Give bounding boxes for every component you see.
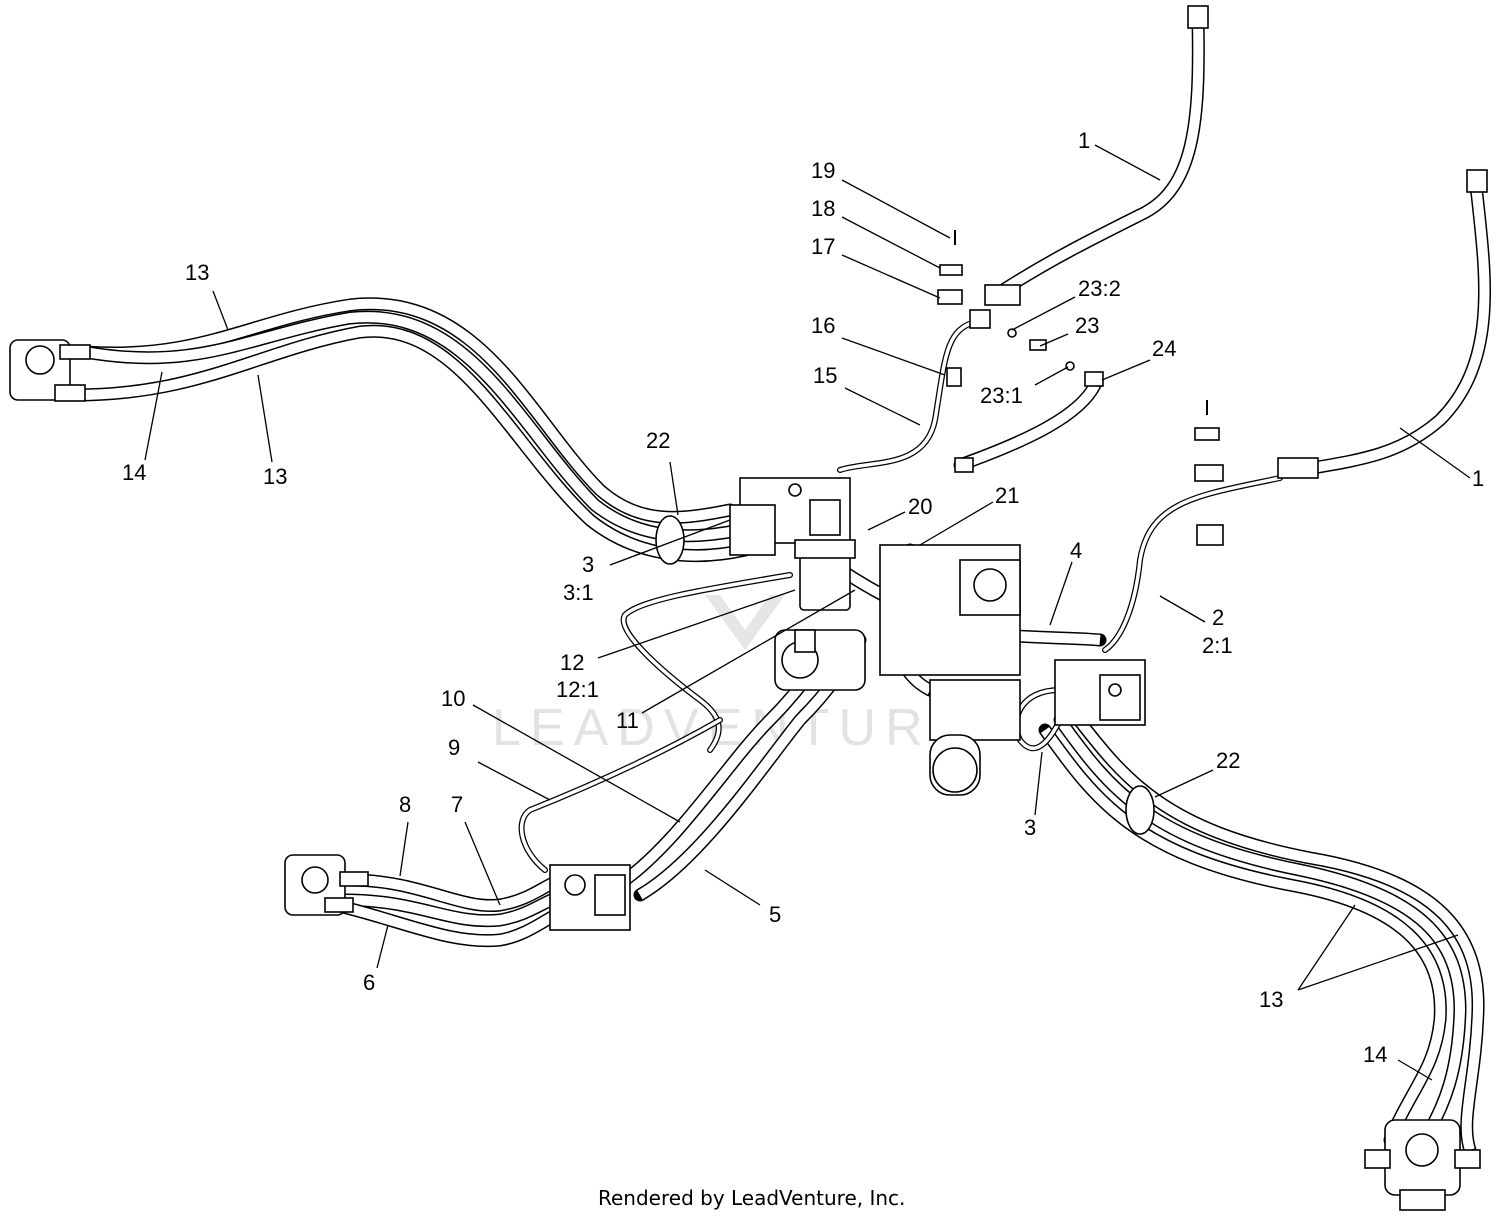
- callout-2: 2: [1212, 605, 1224, 630]
- lower-left-valve-block: [549, 864, 631, 931]
- callout-2-1: 2:1: [1202, 633, 1233, 658]
- watermark-text: LEADVENTURE: [492, 699, 975, 757]
- callout-11: 11: [616, 708, 639, 733]
- callout-23: 23: [1075, 313, 1099, 338]
- right-valve-block: [1054, 659, 1146, 726]
- tube-2: [1102, 475, 1283, 653]
- callout-1-top: 1: [1078, 128, 1090, 153]
- clamp-half-17: [937, 289, 963, 305]
- callout-1-right: 1: [1472, 466, 1484, 491]
- callout-19: 19: [811, 158, 835, 183]
- fitting-hose-1-right-top: [1466, 169, 1488, 193]
- callout-12-1: 12:1: [556, 677, 599, 702]
- callout-17: 17: [811, 234, 835, 259]
- callout-23-2: 23:2: [1078, 276, 1121, 301]
- fitting-hose-24: [1084, 371, 1104, 387]
- callout-15: 15: [813, 363, 837, 388]
- callout-9: 9: [448, 735, 460, 760]
- upper-valve-block: [729, 477, 851, 556]
- callout-13-left-bottom: 13: [263, 464, 287, 489]
- hose-1-upper: [993, 13, 1205, 299]
- clamp-plate-18: [939, 264, 963, 276]
- o-ring-23-2: [1007, 328, 1017, 338]
- clamp-plate-right: [1194, 427, 1220, 441]
- elbow-fitting: [969, 309, 991, 329]
- hydraulic-pump: [879, 544, 1021, 796]
- hose-sleeve-22-left: [655, 515, 685, 565]
- callout-21: 21: [995, 483, 1019, 508]
- callout-5: 5: [769, 902, 781, 927]
- callout-23-1: 23:1: [980, 383, 1023, 408]
- callout-22-left: 22: [646, 428, 670, 453]
- fitting-hose-1: [984, 284, 1021, 306]
- callout-3-1: 3:1: [563, 580, 594, 605]
- callout-labels: 1 1 2 2:1 3 3:1 3 4 5 6 7 8 9 10 11 12 1…: [122, 128, 1484, 1067]
- callout-16: 16: [811, 313, 835, 338]
- callout-14-right: 14: [1363, 1042, 1387, 1067]
- fitting-hose-1-right: [1277, 457, 1319, 479]
- callout-22-right: 22: [1216, 748, 1240, 773]
- left-lower-motor: [284, 854, 369, 916]
- callout-14-left: 14: [122, 460, 146, 485]
- hose-13-right-b: [1038, 723, 1447, 1147]
- hoses: [68, 13, 1492, 1157]
- clamp-half-right-bottom: [1196, 524, 1224, 546]
- callout-13-left-top: 13: [185, 260, 209, 285]
- right-wheel-motor: [1364, 1119, 1481, 1211]
- callout-18: 18: [811, 196, 835, 221]
- callout-10: 10: [441, 686, 465, 711]
- fitting-hose-1-top: [1187, 5, 1209, 29]
- callout-24: 24: [1152, 336, 1176, 361]
- left-wheel-motor: [9, 339, 91, 402]
- callout-20: 20: [908, 494, 932, 519]
- o-ring-23-1: [1065, 361, 1075, 371]
- callout-3-left: 3: [582, 552, 594, 577]
- components: [9, 5, 1488, 1211]
- watermark: LEADVENTURE: [492, 595, 975, 757]
- callout-4: 4: [1070, 538, 1082, 563]
- leader-lines: [144, 144, 1471, 1081]
- adapter-23: [1029, 339, 1047, 351]
- charge-pump: [774, 629, 866, 691]
- hose-13-left-lower: [68, 324, 752, 563]
- callout-8: 8: [399, 792, 411, 817]
- hose-sleeve-22-right: [1125, 785, 1155, 835]
- clamp-half-16: [946, 367, 962, 387]
- render-credit: Rendered by LeadVenture, Inc.: [598, 1186, 905, 1210]
- fitting-hose-24-end: [954, 457, 974, 473]
- hose-14-left: [78, 310, 747, 543]
- callout-6: 6: [363, 970, 375, 995]
- callout-13-right: 13: [1259, 987, 1283, 1012]
- hose-1-right: [1293, 178, 1492, 477]
- callout-12: 12: [560, 650, 584, 675]
- clamp-half-right-top: [1194, 464, 1224, 482]
- filter: [794, 539, 856, 611]
- callout-7: 7: [451, 792, 463, 817]
- callout-3-right: 3: [1024, 815, 1036, 840]
